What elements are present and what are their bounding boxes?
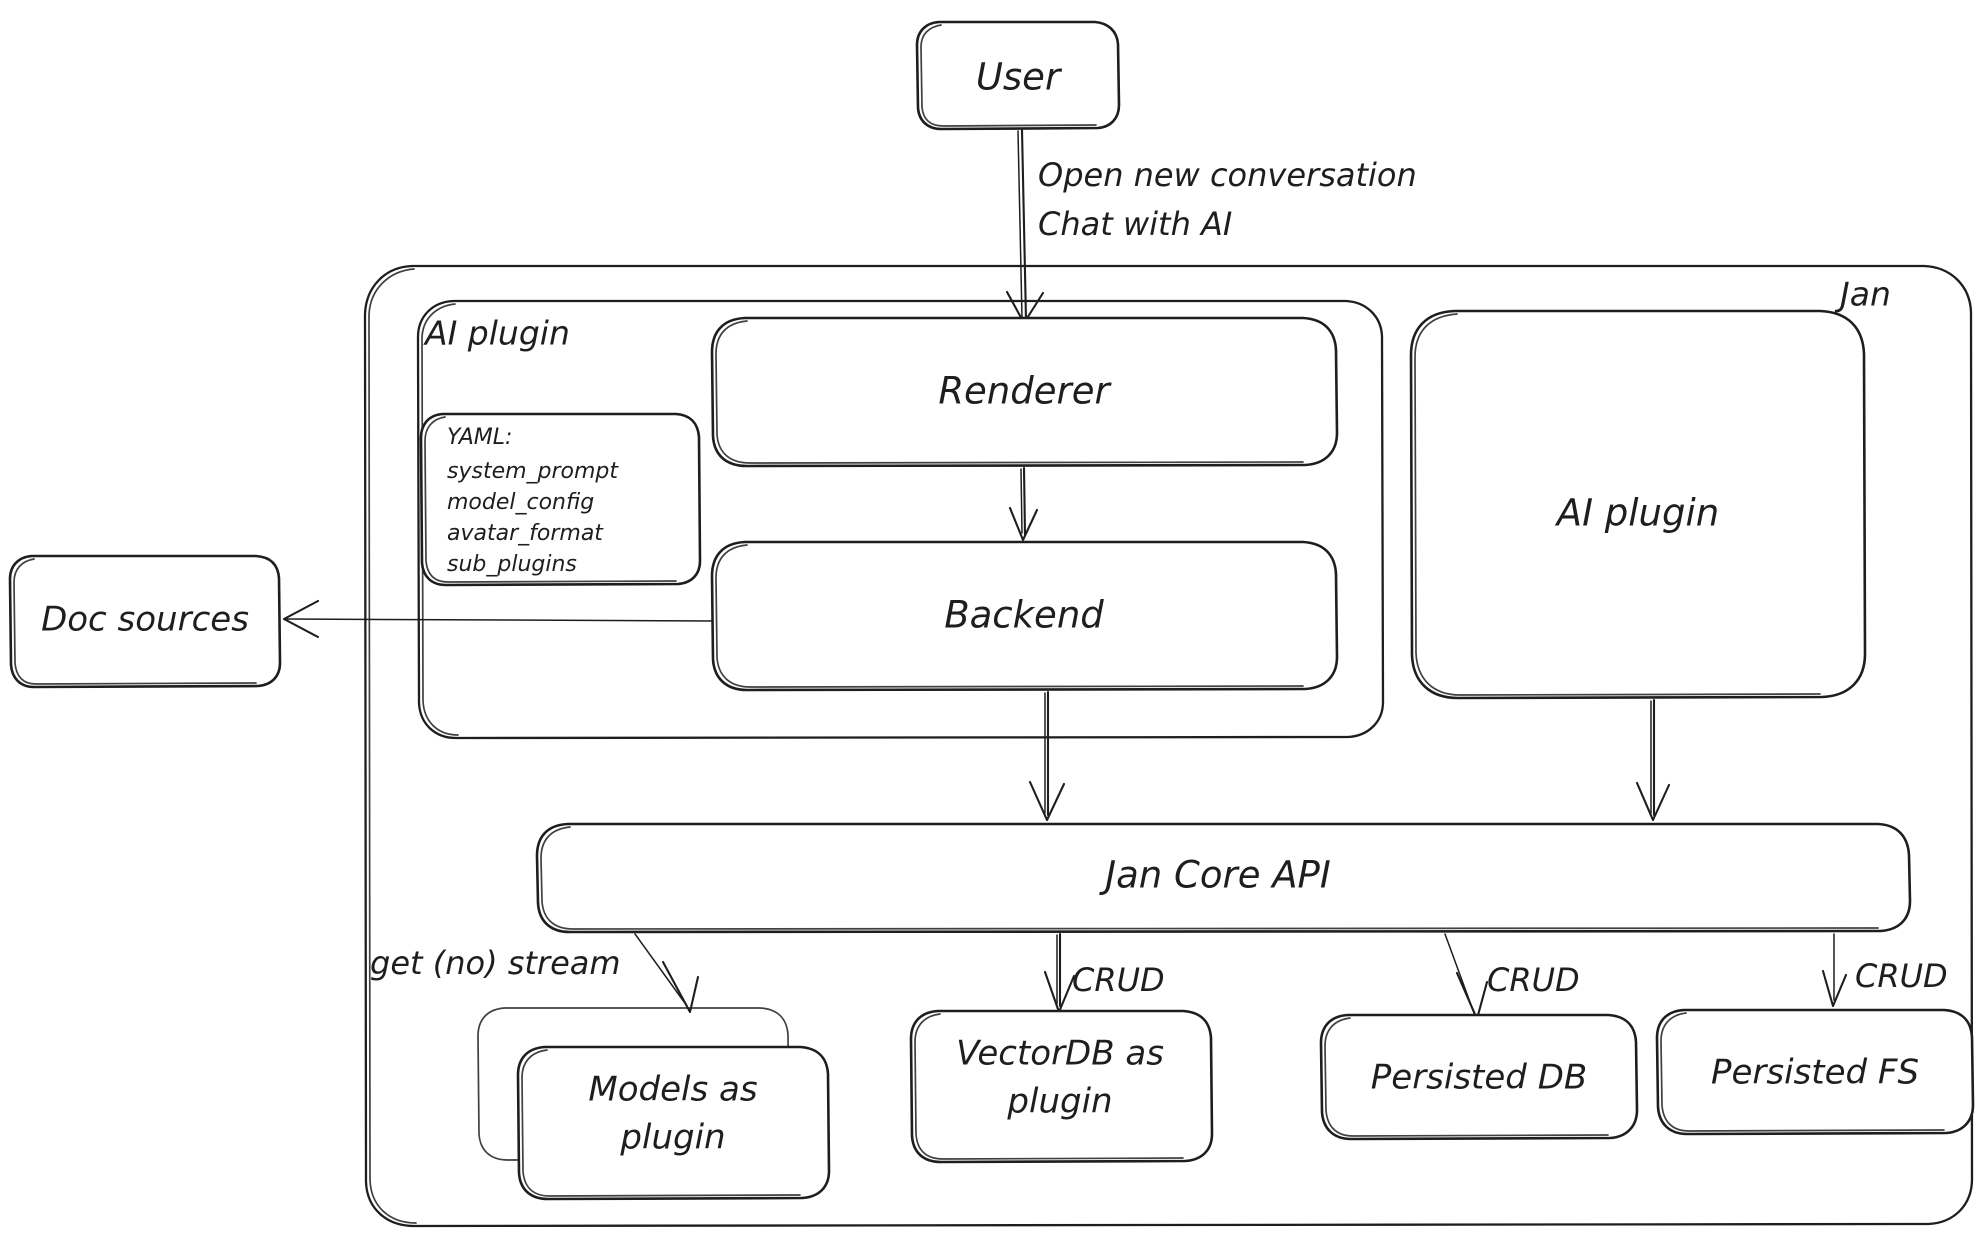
edge-api-to-vectordb bbox=[1043, 932, 1076, 1014]
node-ai-plugin-right[interactable] bbox=[1409, 309, 1867, 700]
edge-label-get-no-stream: get (no) stream bbox=[370, 944, 621, 982]
edge-label-crud-persisted-db: CRUD bbox=[1487, 961, 1580, 999]
node-user-label: User bbox=[976, 56, 1063, 99]
edge-backend-to-jan-core-api bbox=[1028, 690, 1066, 822]
node-models-as-plugin[interactable] bbox=[477, 1007, 831, 1201]
node-persisted-db-label: Persisted DB bbox=[1371, 1058, 1587, 1098]
jan-container bbox=[363, 264, 1974, 1228]
node-renderer[interactable] bbox=[710, 316, 1339, 468]
edge-api-to-models bbox=[634, 933, 700, 1014]
yaml-line-sub-plugins: sub_plugins bbox=[447, 552, 577, 577]
edge-api-to-persisted-db bbox=[1444, 933, 1489, 1021]
node-backend[interactable] bbox=[710, 540, 1339, 692]
edge-label-chat-with-ai: Chat with AI bbox=[1038, 205, 1232, 243]
node-doc-sources-label: Doc sources bbox=[41, 600, 249, 640]
node-jan-core-api[interactable] bbox=[535, 822, 1912, 934]
node-user[interactable] bbox=[915, 20, 1121, 131]
edge-renderer-to-backend bbox=[1008, 466, 1039, 542]
node-doc-sources[interactable] bbox=[8, 554, 282, 689]
yaml-line-model-config: model_config bbox=[447, 490, 594, 515]
node-vectordb-as-plugin-label-line1: VectorDB as bbox=[956, 1034, 1164, 1074]
node-renderer-label: Renderer bbox=[938, 370, 1112, 413]
edge-ai-plugin-to-jan-core-api bbox=[1635, 698, 1671, 822]
ai-plugin-group-label: AI plugin bbox=[423, 314, 570, 353]
node-persisted-fs[interactable] bbox=[1655, 1008, 1975, 1136]
yaml-card bbox=[419, 412, 702, 587]
jan-container-label: Jan bbox=[1834, 275, 1891, 314]
yaml-line-system-prompt: system_prompt bbox=[447, 459, 619, 484]
yaml-line-avatar-format: avatar_format bbox=[447, 521, 604, 546]
edge-label-crud-persisted-fs: CRUD bbox=[1855, 957, 1948, 995]
node-vectordb-as-plugin[interactable] bbox=[909, 1009, 1214, 1164]
edge-backend-to-doc-sources bbox=[282, 599, 713, 639]
node-ai-plugin-right-label: AI plugin bbox=[1555, 492, 1719, 535]
yaml-card-title: YAML: bbox=[447, 425, 512, 450]
edge-label-open-new-conversation: Open new conversation bbox=[1038, 156, 1417, 194]
edge-api-to-persisted-fs bbox=[1821, 933, 1848, 1008]
node-models-as-plugin-label-line1: Models as bbox=[588, 1070, 757, 1110]
edge-label-crud-vectordb: CRUD bbox=[1072, 961, 1165, 999]
node-vectordb-as-plugin-label-line2: plugin bbox=[1006, 1082, 1112, 1122]
node-jan-core-api-label: Jan Core API bbox=[1098, 854, 1331, 897]
node-models-as-plugin-label-line2: plugin bbox=[619, 1118, 725, 1158]
node-persisted-fs-label: Persisted FS bbox=[1711, 1053, 1919, 1093]
node-backend-label: Backend bbox=[944, 594, 1104, 637]
node-persisted-db[interactable] bbox=[1319, 1013, 1639, 1141]
